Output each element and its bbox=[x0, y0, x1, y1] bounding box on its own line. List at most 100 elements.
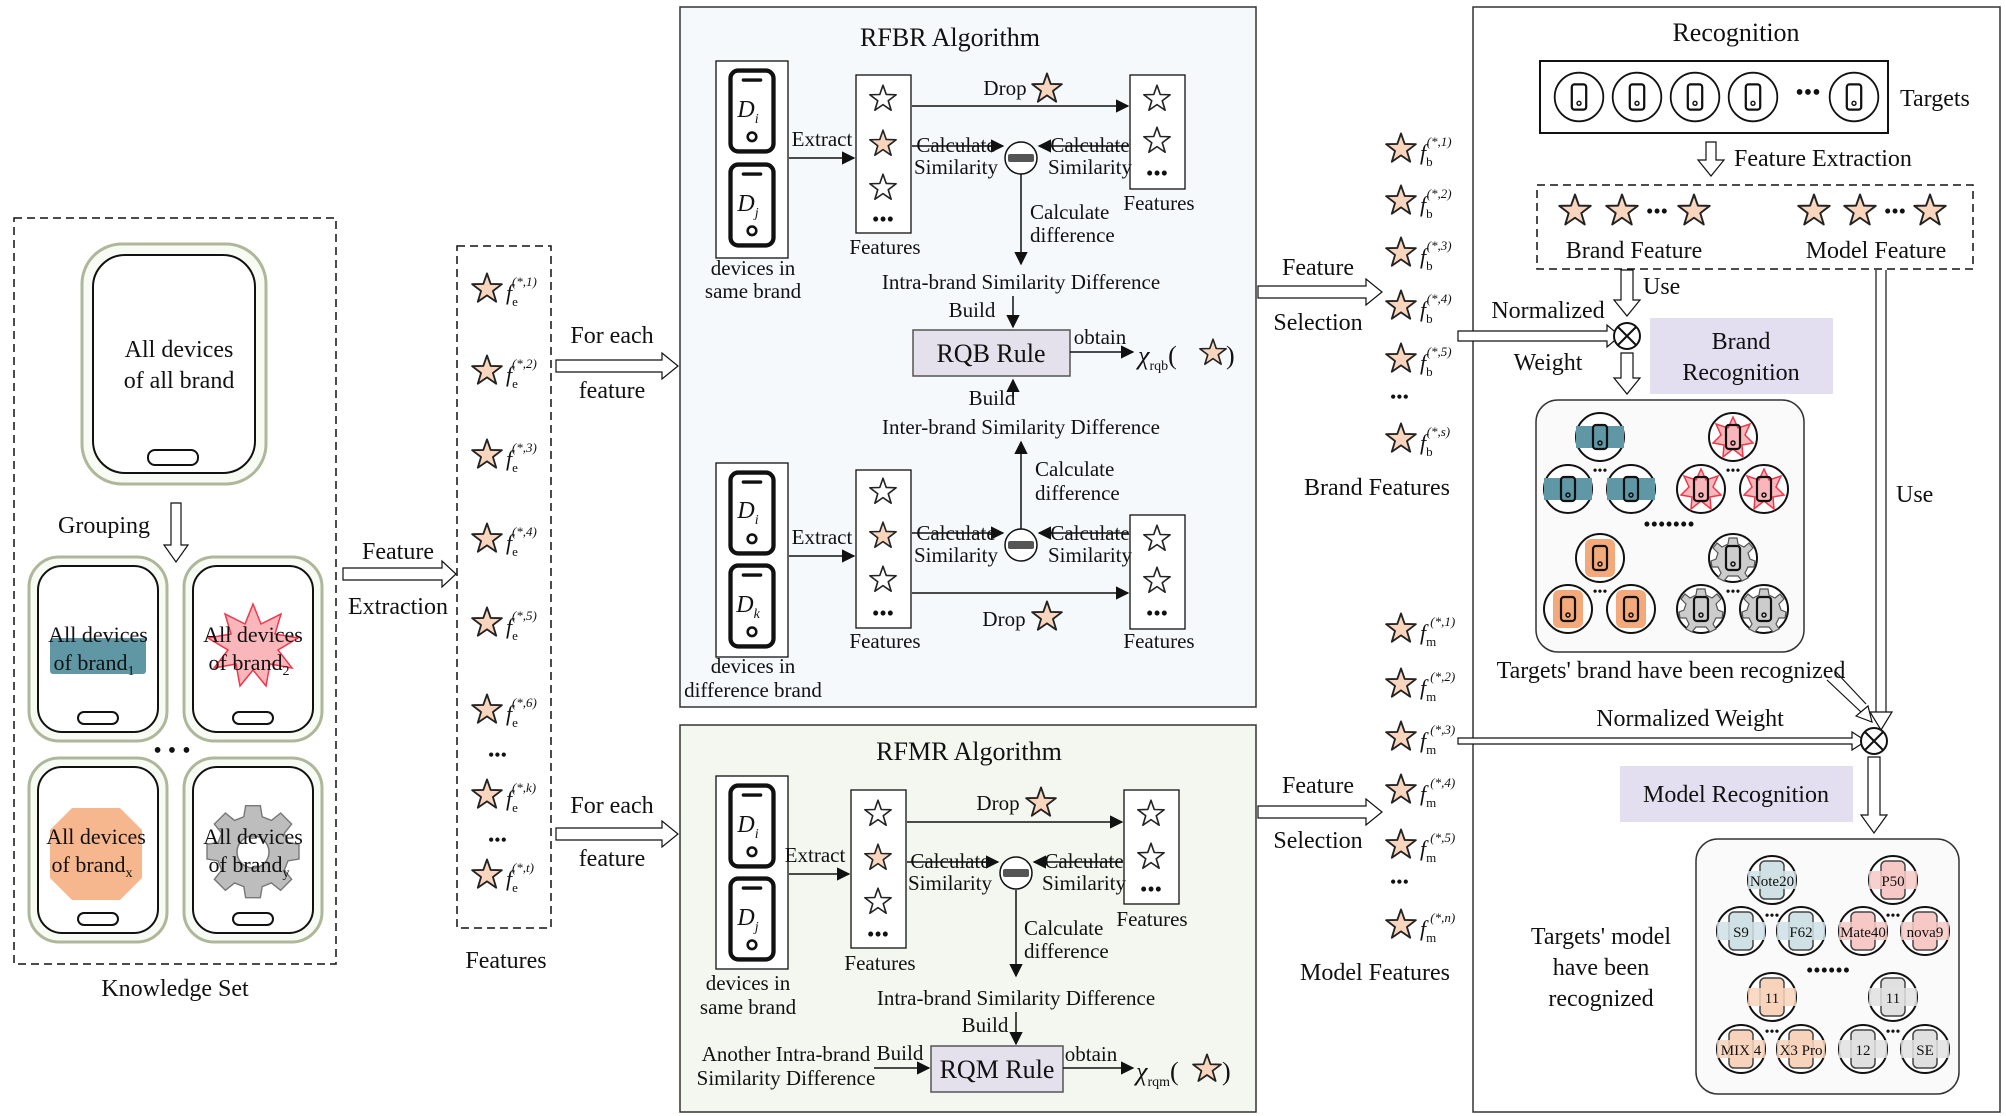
group-dots: ••• bbox=[1886, 909, 1901, 924]
all-devices-line2: of all brand bbox=[124, 368, 235, 394]
feature-symbol: fe(*,2) bbox=[506, 356, 537, 391]
star-icon bbox=[471, 354, 503, 385]
rfbr-panel: RFBR Algorithm Di Dj devices in same bra… bbox=[679, 6, 1257, 708]
feature-symbol: fb(*,1) bbox=[1420, 134, 1452, 169]
brand-recognition-box bbox=[1650, 318, 1833, 394]
svg-text:Dk: Dk bbox=[735, 592, 760, 622]
chi-rqb: χrqb( bbox=[1135, 341, 1177, 374]
model-label: MIX 4 bbox=[1721, 1043, 1762, 1059]
svg-text:Brand Feature: Brand Feature bbox=[1566, 238, 1703, 264]
targets-label: Targets bbox=[1900, 86, 1970, 112]
svg-text:Calculate: Calculate bbox=[1050, 133, 1129, 157]
feature-symbol: fm(*,5) bbox=[1420, 830, 1455, 865]
knowledge-set: All devices of all brand Grouping All de… bbox=[13, 217, 337, 1002]
svg-text:Extract: Extract bbox=[792, 127, 853, 151]
chi-rqm: χrqm( bbox=[1133, 1057, 1179, 1090]
brand-combine-operator-icon bbox=[1613, 322, 1641, 350]
svg-text:Feature: Feature bbox=[1282, 255, 1354, 281]
for-each-bottom: For each feature bbox=[555, 793, 679, 872]
feature-symbol: fm(*,1) bbox=[1420, 614, 1455, 649]
feature-item: fe(*,k) bbox=[471, 778, 536, 815]
rqb-rule-box bbox=[912, 329, 1071, 377]
star-icon bbox=[1385, 828, 1417, 859]
svg-text:Calculate: Calculate bbox=[1035, 457, 1114, 481]
star-icon bbox=[1385, 667, 1417, 698]
model-combine-operator-icon bbox=[1860, 727, 1888, 755]
svg-text:Features: Features bbox=[1116, 907, 1187, 931]
svg-text:•••: ••• bbox=[867, 922, 889, 946]
model-label: nova9 bbox=[1907, 925, 1944, 941]
feature-symbol: fe(*,6) bbox=[506, 695, 537, 730]
svg-text:Similarity: Similarity bbox=[914, 543, 999, 567]
recognized-target-red-icon bbox=[1676, 464, 1726, 514]
svg-text:Selection: Selection bbox=[1273, 310, 1362, 336]
target-icon bbox=[1727, 71, 1779, 123]
svg-text:obtain: obtain bbox=[1065, 1042, 1118, 1066]
brand-feature-item: fb(*,s) bbox=[1385, 422, 1450, 459]
feature-item: fe(*,t) bbox=[471, 858, 534, 895]
model-recognition-box bbox=[1620, 766, 1853, 822]
svg-text:•••: ••• bbox=[1884, 199, 1906, 223]
svg-text:Use: Use bbox=[1896, 482, 1933, 508]
svg-text:Extract: Extract bbox=[792, 525, 853, 549]
rfbr-title: RFBR Algorithm bbox=[860, 23, 1040, 52]
features-caption: Features bbox=[465, 948, 546, 974]
feature-symbol: fe(*,3) bbox=[506, 440, 537, 475]
feature-item: fe(*,1) bbox=[471, 272, 537, 309]
brand-groups-box bbox=[1535, 399, 1805, 653]
brand-feature-item: fb(*,1) bbox=[1385, 132, 1452, 169]
all-devices-line1: All devices bbox=[125, 337, 234, 363]
features-dots: ••• bbox=[488, 830, 507, 850]
feature-symbol: fb(*,3) bbox=[1420, 238, 1452, 273]
device-j-label: Dj bbox=[736, 191, 758, 221]
svg-text:Selection: Selection bbox=[1273, 828, 1362, 854]
target-icon bbox=[1828, 71, 1880, 123]
model-label: F62 bbox=[1789, 925, 1812, 941]
all-devices-phone: All devices of all brand bbox=[80, 242, 268, 486]
model-feature-item: fm(*,2) bbox=[1385, 667, 1455, 704]
svg-text:Similarity Difference: Similarity Difference bbox=[697, 1066, 876, 1090]
svg-text:Dj: Dj bbox=[736, 905, 758, 935]
star-icon bbox=[1385, 908, 1417, 939]
star-icon bbox=[1385, 342, 1417, 373]
svg-text:•••: ••• bbox=[1140, 877, 1162, 901]
target-icon bbox=[1669, 71, 1721, 123]
svg-text:Features: Features bbox=[849, 235, 920, 259]
svg-text:Drop: Drop bbox=[976, 791, 1019, 815]
extraction-line1: Feature bbox=[362, 539, 434, 565]
recognized-target-red-icon bbox=[1708, 412, 1758, 462]
model-features-caption: Model Features bbox=[1300, 960, 1450, 986]
feature-symbol: fe(*,4) bbox=[506, 524, 537, 559]
star-icon bbox=[471, 693, 503, 724]
rfmr-title: RFMR Algorithm bbox=[876, 737, 1062, 766]
model-label: Note20 bbox=[1750, 874, 1794, 890]
recognized-target-teal-icon bbox=[1606, 464, 1656, 514]
feature-item: fe(*,2) bbox=[471, 354, 537, 391]
model-target-orange-icon: X3 Pro bbox=[1776, 1024, 1826, 1074]
recognition-title: Recognition bbox=[1672, 18, 1799, 47]
model-target-red-icon: P50 bbox=[1868, 855, 1918, 905]
model-target-gray-icon: 11 bbox=[1868, 972, 1918, 1022]
model-label: 12 bbox=[1856, 1043, 1871, 1059]
svg-text:Drop: Drop bbox=[982, 607, 1025, 631]
group-dots: ••• bbox=[1593, 464, 1608, 479]
rqm-rule-box bbox=[930, 1045, 1064, 1093]
svg-text:Similarity: Similarity bbox=[914, 155, 999, 179]
star-icon bbox=[1385, 132, 1417, 163]
brand-feature-item: fb(*,3) bbox=[1385, 236, 1452, 273]
star-icon bbox=[1385, 289, 1417, 320]
target-icon bbox=[1553, 71, 1605, 123]
target-icon bbox=[1611, 71, 1663, 123]
svg-text:): ) bbox=[1226, 341, 1235, 370]
brand-2-burst-icon bbox=[205, 601, 301, 688]
svg-text:Extract: Extract bbox=[785, 843, 846, 867]
svg-text:Recognition: Recognition bbox=[1682, 360, 1799, 386]
brand-1-line1: All devices bbox=[48, 622, 148, 647]
group-dots: ••• bbox=[1765, 909, 1780, 924]
model-features-dots: ••• bbox=[1390, 872, 1409, 892]
svg-text:Build: Build bbox=[962, 1013, 1009, 1037]
svg-text:feature: feature bbox=[579, 846, 646, 872]
feature-symbol: fm(*,2) bbox=[1420, 669, 1455, 704]
targets-brand-label: Targets' brand have been recognized bbox=[1497, 658, 1846, 684]
feature-symbol: fm(*,4) bbox=[1420, 775, 1455, 810]
